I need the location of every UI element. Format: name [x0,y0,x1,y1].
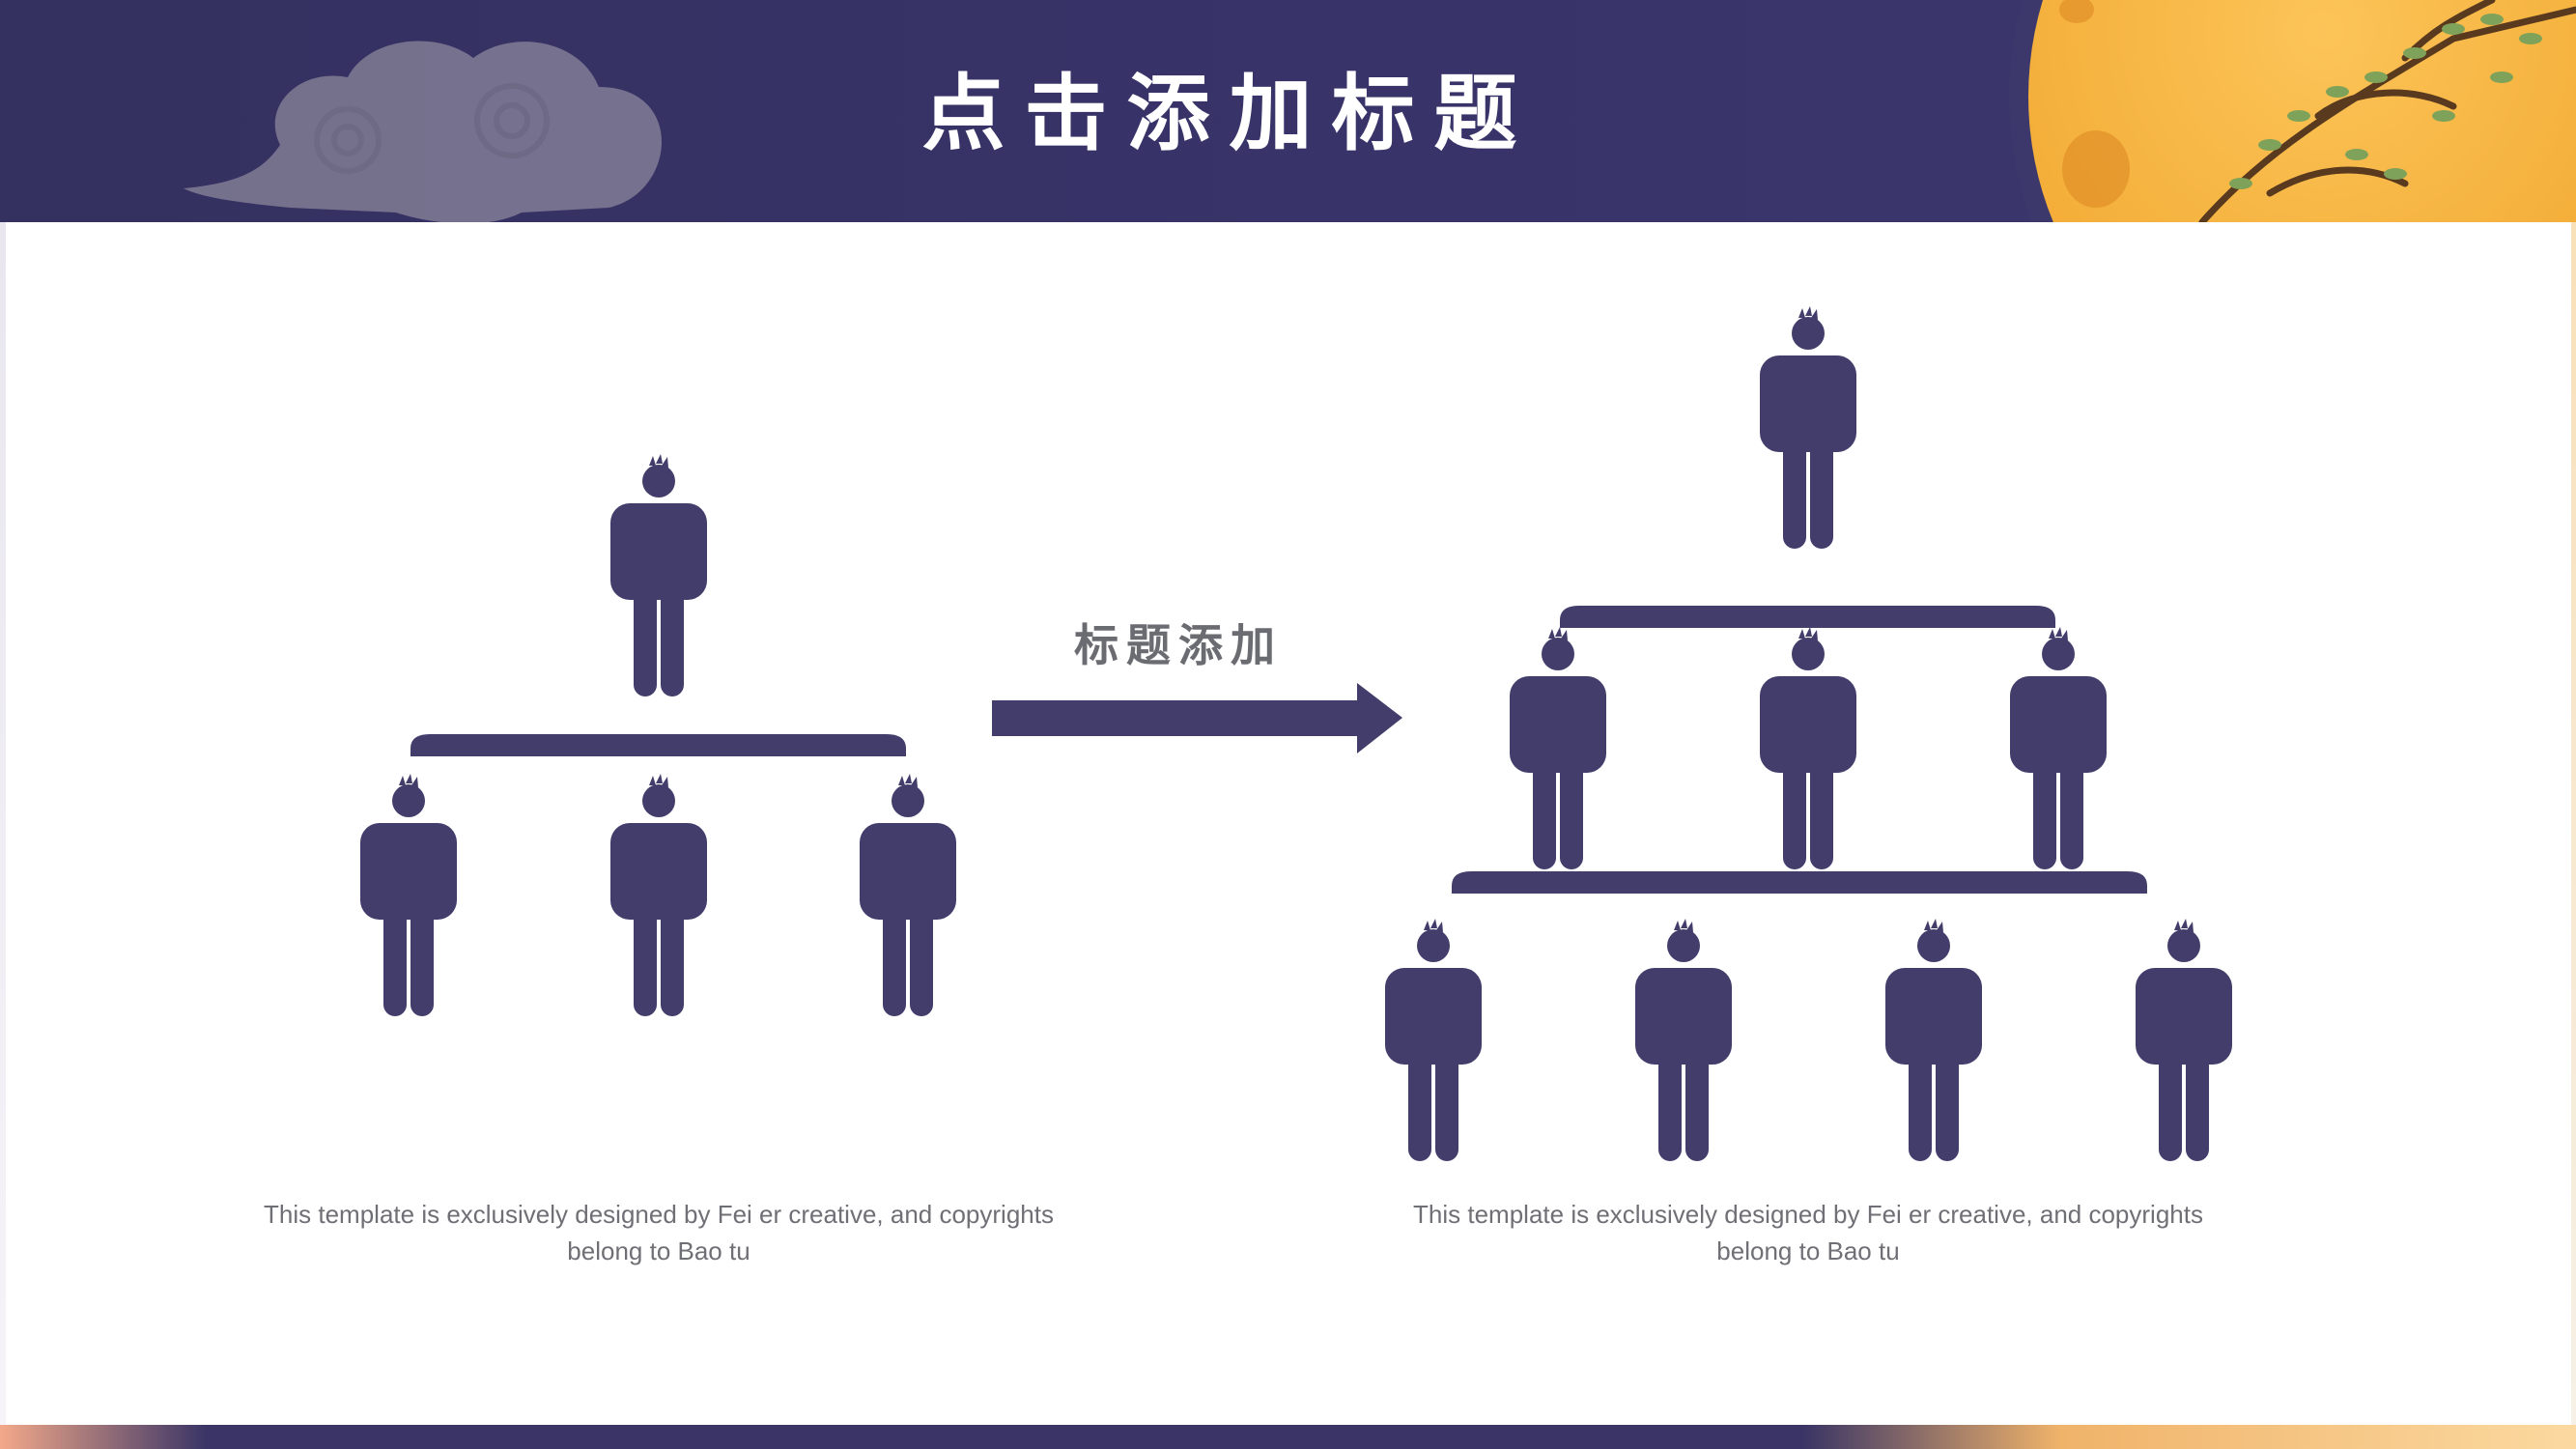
header-band: 点击添加标题 [0,0,2576,222]
connector-bar [410,734,906,756]
left-edge-strip [0,222,6,1425]
person-icon [1385,919,1482,1161]
cloud-icon [184,41,662,222]
caption-right[interactable]: This template is exclusively designed by… [1413,1200,2203,1265]
left-hierarchy [360,454,956,1016]
connector-bar [1452,871,2147,894]
person-icon [2010,627,2107,869]
person-icon [1510,627,1606,869]
person-icon [360,774,457,1016]
right-edge-strip [2571,222,2576,1425]
person-icon [1760,627,1856,869]
person-icon [1885,919,1982,1161]
person-icon [610,774,707,1016]
right-hierarchy [1385,306,2232,1161]
person-icon [860,774,956,1016]
bottom-band [0,1425,2576,1449]
arrow-label[interactable]: 标题添加 [1074,619,1283,671]
connector-bar [1560,606,2055,628]
page-title[interactable]: 点击添加标题 [921,66,1537,162]
moon-icon [1951,0,2576,222]
person-icon [1635,919,1732,1161]
person-icon [2136,919,2232,1161]
person-icon [610,454,707,696]
person-icon [1760,306,1856,549]
right-arrow-icon [992,683,1402,753]
caption-left[interactable]: This template is exclusively designed by… [264,1200,1054,1265]
